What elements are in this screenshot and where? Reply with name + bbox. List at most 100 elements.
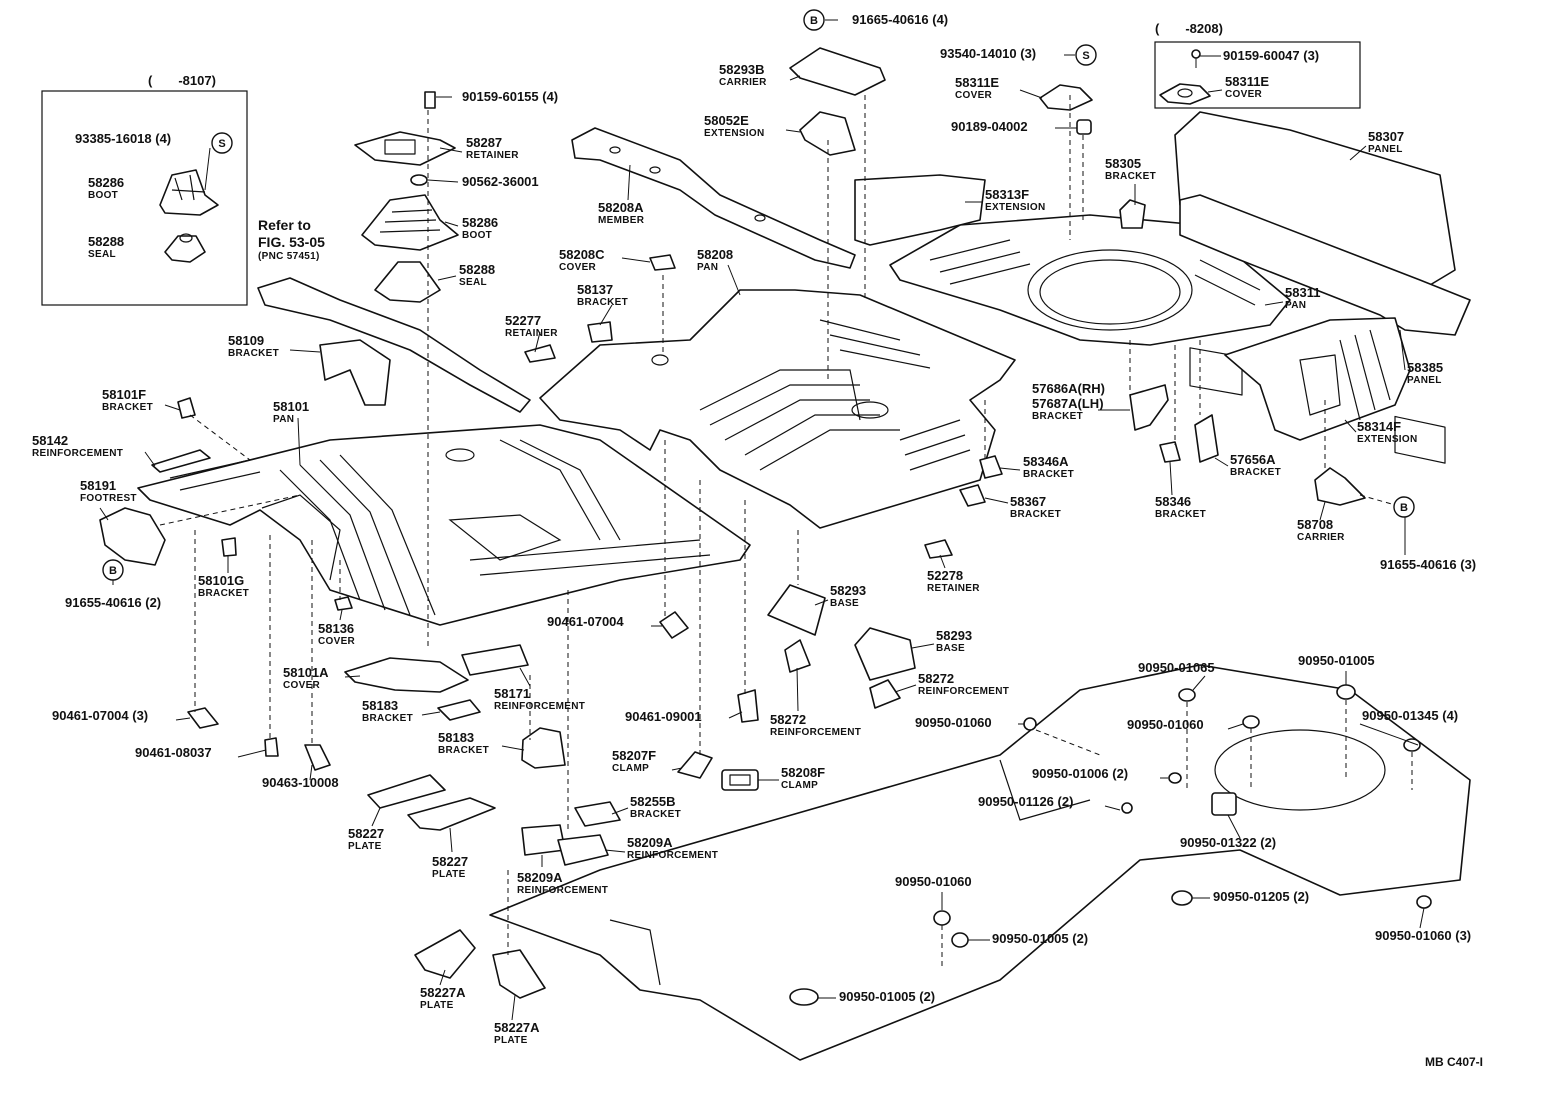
callout-l91655a: 91655-40616 (2) — [65, 595, 161, 610]
part-number: 58101A — [283, 665, 329, 680]
plug-icon — [1211, 792, 1237, 816]
part-number: 90950-01065 — [1138, 660, 1215, 675]
callout-l57687: 57687A(LH)BRACKET — [1032, 396, 1104, 422]
b-marker-text: B — [109, 565, 117, 577]
plug-icon — [1171, 890, 1193, 906]
part-name: BRACKET — [198, 588, 249, 599]
part-number: 58255B — [630, 794, 676, 809]
part-name: CLAMP — [612, 763, 649, 774]
callout-l90950_1060a: 90950-01060 — [915, 715, 992, 730]
part-name: PAN — [697, 262, 718, 273]
plug-icon — [1178, 688, 1196, 702]
part-number: 58227A — [494, 1020, 540, 1035]
callout-l90950_1065: 90950-01065 — [1138, 660, 1215, 675]
part-number: 90159-60047 (3) — [1223, 48, 1319, 63]
inset-right-frame — [1154, 41, 1361, 109]
part-name: RETAINER — [466, 150, 519, 161]
plug-icon — [1403, 738, 1421, 752]
part-name: BOOT — [462, 230, 492, 241]
part-number: 58208 — [697, 247, 733, 262]
part-number: 57656A — [1230, 452, 1276, 467]
refer-line3: (PNC 57451) — [258, 251, 320, 262]
plug-icon — [1336, 684, 1356, 700]
part-number: 90159-60155 (4) — [462, 89, 558, 104]
s-marker-icon — [211, 132, 233, 154]
seal-part-inset — [164, 235, 206, 263]
inset-left-frame — [41, 90, 248, 306]
part-name: BRACKET — [630, 809, 681, 820]
extension-58313f — [854, 174, 986, 246]
callout-l90189: 90189-04002 — [951, 119, 1028, 134]
part-number: 58286 — [88, 175, 124, 190]
part-number: 58227A — [420, 985, 466, 1000]
callout-l90159b: 90159-60047 (3) — [1223, 48, 1319, 63]
callout-l90562: 90562-36001 — [462, 174, 539, 189]
callout-l90950_1005c: 90950-01005 (2) — [839, 989, 935, 1004]
s-marker-icon — [1075, 44, 1097, 66]
callout-l57686: 57686A(RH) — [1032, 381, 1105, 396]
part-name: EXTENSION — [985, 202, 1046, 213]
part-name: PLATE — [420, 1000, 454, 1011]
part-name: BRACKET — [102, 402, 153, 413]
part-number: 58272 — [770, 712, 806, 727]
callout-l93385: 93385-16018 (4) — [75, 131, 171, 146]
part-number: 58208A — [598, 200, 644, 215]
part-number: 57686A(RH) — [1032, 381, 1105, 396]
callout-l90461a: 90461-07004 (3) — [52, 708, 148, 723]
part-number: 58137 — [577, 282, 613, 297]
part-name: PLATE — [432, 869, 466, 880]
inset-right-range: ( -8208) — [1155, 21, 1223, 36]
part-name: REINFORCEMENT — [517, 885, 608, 896]
part-name: BRACKET — [438, 745, 489, 756]
part-number: 90463-10008 — [262, 775, 339, 790]
part-number: 58183 — [362, 698, 398, 713]
part-number: 52277 — [505, 313, 541, 328]
plug-icon — [1416, 895, 1432, 909]
plug-icon — [1121, 802, 1133, 814]
part-number: 58293 — [830, 583, 866, 598]
part-name: RETAINER — [927, 583, 980, 594]
part-name: REINFORCEMENT — [770, 727, 861, 738]
part-name: BRACKET — [1155, 509, 1206, 520]
callout-l90950_1322: 90950-01322 (2) — [1180, 835, 1276, 850]
dash-lines — [159, 95, 1413, 968]
part-number: 57687A(LH) — [1032, 396, 1104, 411]
rear-panels — [1174, 111, 1471, 464]
callout-l90950_1060c: 90950-01060 — [895, 874, 972, 889]
part-number: 58101G — [198, 573, 244, 588]
s-marker-text: S — [218, 138, 225, 150]
cover-part-inset — [1159, 83, 1211, 105]
part-number: 90950-01060 — [895, 874, 972, 889]
part-name: PLATE — [494, 1035, 528, 1046]
part-number: 58385 — [1407, 360, 1443, 375]
part-labels: 93385-16018 (4)58286BOOT58288SEAL90159-6… — [32, 12, 1476, 1046]
part-number: 93385-16018 (4) — [75, 131, 171, 146]
part-name: REINFORCEMENT — [627, 850, 718, 861]
part-number: 52278 — [927, 568, 963, 583]
part-number: 58136 — [318, 621, 354, 636]
part-number: 90461-09001 — [625, 709, 702, 724]
part-number: 58286 — [462, 215, 498, 230]
member-58208a — [571, 127, 856, 269]
part-name: EXTENSION — [1357, 434, 1418, 445]
member-left — [257, 277, 531, 413]
